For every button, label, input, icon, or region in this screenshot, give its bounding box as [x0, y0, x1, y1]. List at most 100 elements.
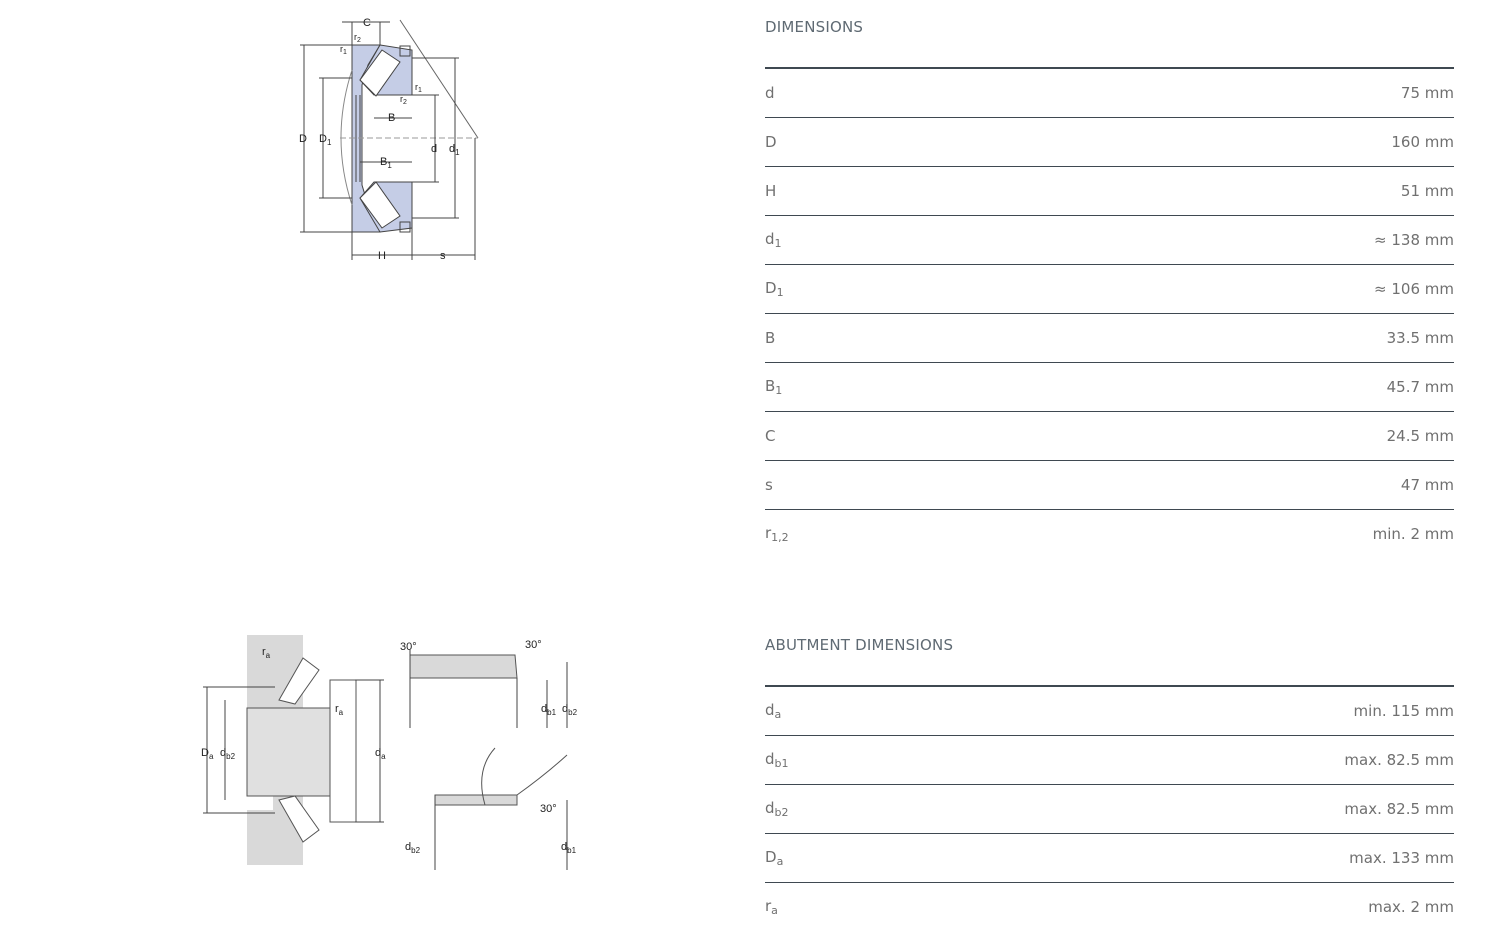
row-symbol-text: C: [765, 427, 776, 445]
row-symbol: B: [765, 329, 775, 347]
row-symbol-text: d: [765, 84, 775, 102]
row-value: 75 mm: [1400, 84, 1454, 102]
label-db1-bottom: db1: [561, 841, 577, 855]
row-value: ≈ 138 mm: [1374, 231, 1454, 249]
row-symbol-text: H: [765, 182, 777, 200]
label-db2-top: db2: [562, 703, 578, 717]
table-row: D1 ≈ 106 mm: [765, 265, 1454, 314]
label-B: B: [388, 112, 395, 124]
table-row: Da max. 133 mm: [765, 834, 1454, 883]
detail-bottom-roller-arc: [481, 747, 496, 806]
table-row: B1 45.7 mm: [765, 363, 1454, 412]
row-symbol: r1,2: [765, 524, 789, 544]
table-row: r1,2 min. 2 mm: [765, 510, 1454, 558]
row-value: max. 82.5 mm: [1344, 751, 1454, 769]
row-symbol: da: [765, 701, 781, 721]
row-symbol-subscript: 1: [774, 237, 782, 250]
row-symbol-subscript: a: [774, 708, 782, 721]
label-ra-top: ra: [262, 646, 271, 660]
row-symbol: B1: [765, 377, 782, 397]
row-symbol: D1: [765, 279, 784, 299]
label-db1-top: db1: [541, 703, 557, 717]
abutment-drawing: ra ra Da db2 da 30° 30° db1 db2 30° db2 …: [195, 630, 595, 880]
label-db2-bottom: db2: [405, 841, 421, 855]
label-s: s: [440, 250, 446, 262]
table-row: ra max. 2 mm: [765, 883, 1454, 931]
row-value: ≈ 106 mm: [1374, 280, 1454, 298]
label-db2-left: db2: [220, 747, 236, 761]
shaft-shoulder-shape: [329, 679, 357, 823]
label-30-bottom: 30°: [540, 803, 557, 815]
cage-bottom-shape: [399, 221, 411, 233]
label-r1-right: r1: [415, 82, 422, 94]
abutment-drawing-svg: ra ra Da db2 da 30° 30° db1 db2 30° db2 …: [201, 635, 578, 870]
label-r2-right: r2: [400, 94, 407, 106]
row-value: 24.5 mm: [1386, 427, 1454, 445]
row-value: 47 mm: [1400, 476, 1454, 494]
row-value: min. 2 mm: [1372, 525, 1454, 543]
label-d: d: [431, 143, 437, 155]
row-symbol-subscript: 1: [775, 384, 783, 397]
bearing-drawing-svg: C r2 r1 r1 r2 D D1 B B1 d d1 H s: [299, 17, 479, 262]
row-value: max. 133 mm: [1349, 849, 1454, 867]
row-symbol-text: B: [765, 329, 776, 347]
row-symbol-text: d: [765, 750, 775, 768]
row-symbol-subscript: a: [776, 855, 784, 868]
bearing-cross-section-drawing: C r2 r1 r1 r2 D D1 B B1 d d1 H s: [290, 10, 490, 270]
label-r2-top: r2: [354, 32, 361, 44]
row-symbol-text: s: [765, 476, 773, 494]
row-symbol-text: d: [765, 230, 775, 248]
cage-top-shape: [399, 45, 411, 57]
label-D: D: [299, 133, 307, 145]
roller-top-shape: [359, 49, 401, 97]
row-symbol: Da: [765, 848, 783, 868]
row-symbol-subscript: b2: [774, 806, 789, 819]
dimensions-title: DIMENSIONS: [765, 18, 864, 36]
label-30-top-left: 30°: [400, 641, 417, 653]
label-C: C: [363, 17, 371, 29]
row-symbol-text: D: [765, 133, 777, 151]
label-r1-top: r1: [340, 44, 347, 56]
label-ra-shaft: ra: [335, 703, 344, 717]
row-symbol: d1: [765, 230, 782, 250]
table-row: C 24.5 mm: [765, 412, 1454, 461]
table-row: d 75 mm: [765, 69, 1454, 118]
row-symbol-text: B: [765, 377, 776, 395]
label-H: H: [378, 250, 386, 262]
row-symbol: ra: [765, 897, 778, 917]
row-symbol: D: [765, 133, 777, 151]
row-symbol-text: d: [765, 701, 775, 719]
row-symbol-subscript: 1,2: [771, 531, 789, 544]
row-symbol: C: [765, 427, 775, 445]
label-B1: B1: [380, 156, 392, 170]
row-symbol-subscript: a: [771, 904, 778, 917]
row-value: 45.7 mm: [1386, 378, 1454, 396]
roller-top-shape: [278, 657, 320, 705]
roller-bottom-shape: [359, 181, 401, 229]
dimensions-top-rule: [765, 67, 1454, 69]
row-symbol-text: r: [765, 524, 772, 542]
row-value: max. 2 mm: [1368, 898, 1454, 916]
row-symbol-text: r: [765, 897, 772, 915]
row-symbol-subscript: 1: [776, 286, 784, 299]
sphere-radius-line: [399, 19, 479, 139]
row-symbol-text: D: [765, 279, 777, 297]
table-row: B 33.5 mm: [765, 314, 1454, 363]
abutment-top-rule: [765, 685, 1454, 687]
detail-bottom-sphere-arc: [516, 754, 568, 796]
row-value: 33.5 mm: [1386, 329, 1454, 347]
row-symbol: d: [765, 84, 775, 102]
label-D1: D1: [319, 133, 332, 147]
label-da: da: [375, 747, 386, 761]
row-symbol: db1: [765, 750, 789, 770]
row-value: min. 115 mm: [1353, 702, 1454, 720]
label-d1: d1: [449, 143, 460, 157]
table-row: d1 ≈ 138 mm: [765, 216, 1454, 265]
row-symbol-subscript: b1: [774, 757, 789, 770]
table-row: da min. 115 mm: [765, 687, 1454, 736]
